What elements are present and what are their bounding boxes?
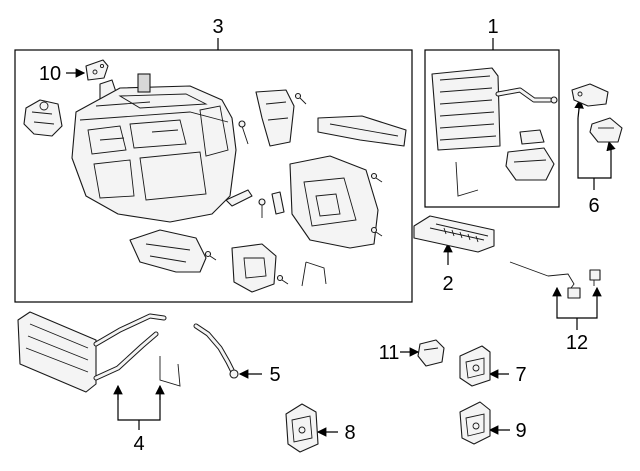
actuator-part-9 (459, 401, 491, 445)
leader-4-bracket (117, 390, 161, 421)
bracket-part-10 (85, 59, 109, 81)
callout-3: 3 (212, 16, 223, 38)
actuator-part-7 (459, 345, 491, 387)
callout-12: 12 (566, 332, 588, 354)
evaporator-frame (424, 49, 560, 208)
callout-6: 6 (588, 195, 599, 217)
sensor-wire-part-12 (509, 261, 601, 299)
callout-7: 7 (515, 364, 526, 386)
heater-unit-frame (14, 49, 413, 303)
callout-5: 5 (269, 364, 280, 386)
callout-4: 4 (133, 433, 144, 455)
callout-1: 1 (487, 16, 498, 38)
heater-core-part-4 (17, 311, 181, 393)
heater-unit-assembly (23, 73, 407, 293)
callout-8: 8 (344, 422, 355, 444)
actuator-part-8 (285, 403, 319, 453)
callout-11: 11 (379, 342, 400, 364)
connector-part-11 (417, 339, 445, 367)
callout-10: 10 (39, 63, 61, 85)
callout-2: 2 (442, 273, 453, 295)
drain-hose-part-5 (193, 323, 239, 379)
leader-6b (606, 140, 616, 152)
filter-tray-part-2 (413, 215, 495, 253)
evaporator-part-1 (431, 67, 558, 197)
callout-9: 9 (515, 420, 526, 442)
sensor-part-6 (571, 83, 623, 143)
